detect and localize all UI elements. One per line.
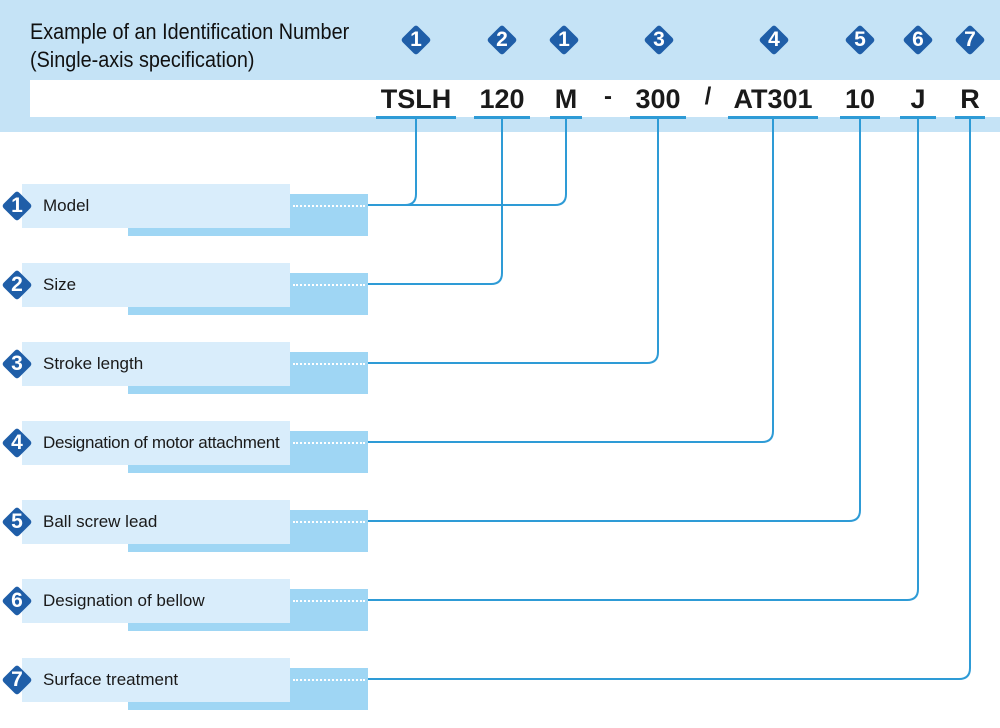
code-underline (376, 116, 456, 119)
code-marker-number: 3 (653, 28, 665, 51)
page-title: Example of an Identification Number (Sin… (30, 18, 349, 74)
connector-model (368, 118, 417, 206)
code-separator-dash: - (604, 83, 612, 110)
code-marker-number: 1 (410, 28, 422, 51)
code-marker-number: 4 (768, 28, 780, 51)
code-part-size: 120 (479, 84, 525, 114)
field-label: Designation of bellow (43, 591, 205, 610)
connector-ball-screw-lead (368, 118, 861, 522)
code-part-bellow: J (910, 84, 926, 114)
code-marker-diamond: 6 (902, 24, 934, 56)
code-marker-number: 7 (964, 28, 976, 51)
field-label: Size (43, 275, 77, 294)
code-separator-slash: / (704, 83, 712, 110)
code-part-stroke: 300 (635, 84, 681, 114)
connector-motor-attachment (368, 118, 774, 443)
code-underline (840, 116, 880, 119)
code-part-model: TSLH (380, 84, 452, 114)
code-underline (474, 116, 530, 119)
field-label: Designation of motor attachment (43, 433, 280, 452)
code-marker-diamond: 3 (643, 24, 675, 56)
connector-bellow (368, 118, 919, 601)
code-marker-diamond: 2 (486, 24, 518, 56)
code-marker-number: 5 (854, 28, 866, 51)
connector-surface-treatment (368, 118, 971, 680)
field-label: Surface treatment (43, 670, 179, 689)
code-underline (630, 116, 686, 119)
field-row-stroke-length: 3 Stroke length (0, 342, 372, 394)
code-marker-diamond: 7 (954, 24, 986, 56)
code-marker-diamond: 4 (758, 24, 790, 56)
code-part-surface-treatment: R (960, 84, 980, 114)
field-row-ball-screw-lead: 5 Ball screw lead (0, 500, 372, 552)
code-part-ball-screw-lead: 10 (844, 84, 876, 114)
code-marker-number: 1 (558, 28, 570, 51)
field-marker-diamond: 4 (1, 427, 33, 459)
code-underline (900, 116, 936, 119)
field-marker-diamond: 6 (1, 585, 33, 617)
code-strip (30, 80, 1000, 117)
title-line-1: Example of an Identification Number (30, 19, 350, 44)
code-marker-number: 6 (912, 28, 924, 51)
code-underline (728, 116, 818, 119)
code-underline (955, 116, 985, 119)
field-marker-diamond: 5 (1, 506, 33, 538)
code-underline (550, 116, 582, 119)
connector-model-suffix (405, 118, 567, 206)
code-marker-diamond: 1 (400, 24, 432, 56)
code-marker-number: 2 (496, 28, 508, 51)
code-part-model-suffix: M (554, 84, 578, 114)
field-label: Model (43, 196, 90, 215)
title-line-2: (Single-axis specification) (30, 47, 255, 72)
field-marker-diamond: 2 (1, 269, 33, 301)
field-marker-diamond: 3 (1, 348, 33, 380)
code-marker-diamond: 5 (844, 24, 876, 56)
field-row-motor-attachment: 4 Designation of motor attachment (0, 421, 372, 473)
field-row-model: 1 Model (0, 184, 372, 236)
field-row-size: 2 Size (0, 263, 372, 315)
field-row-surface-treatment: 7 Surface treatment (0, 658, 372, 710)
connector-size (368, 118, 503, 285)
field-row-bellow: 6 Designation of bellow (0, 579, 372, 631)
connector-stroke (368, 118, 659, 364)
field-label: Stroke length (43, 354, 144, 373)
field-marker-diamond: 7 (1, 664, 33, 696)
field-marker-diamond: 1 (1, 190, 33, 222)
code-marker-diamond: 1 (548, 24, 580, 56)
field-label: Ball screw lead (43, 512, 158, 531)
code-part-motor-attachment: AT301 (733, 84, 813, 114)
